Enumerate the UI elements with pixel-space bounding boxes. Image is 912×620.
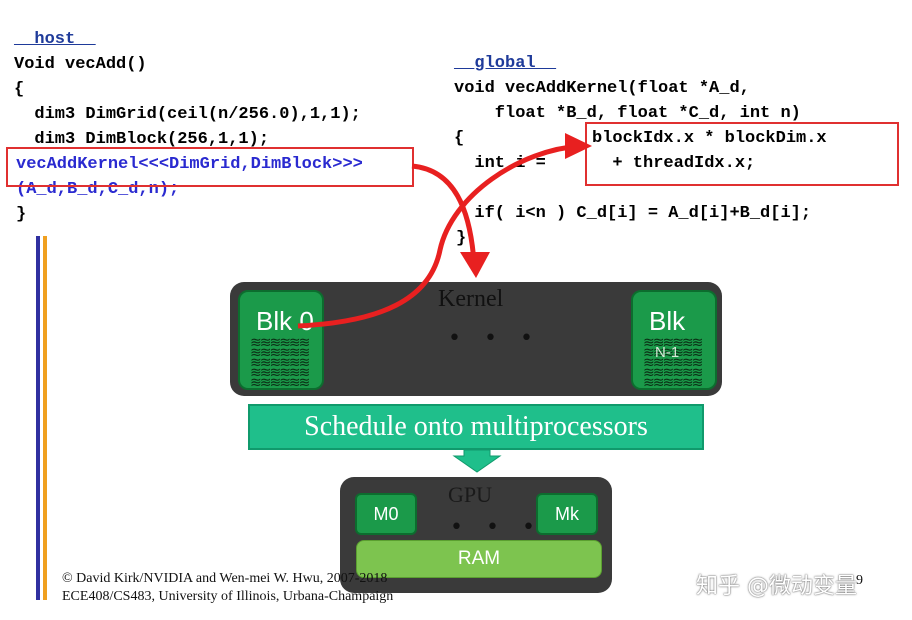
ram-label: RAM [457, 548, 501, 569]
multiprocessor-m0: M0 [355, 493, 417, 535]
kernel-launch-line-1: vecAddKernel<<<DimGrid,DimBlock>>> [16, 155, 363, 174]
kernel-launch-line-2: (A_d,B_d,C_d,n); [16, 180, 180, 199]
footer-line-1: © David Kirk/NVIDIA and Wen-mei W. Hwu, … [62, 571, 388, 586]
block-0: Blk 0 ≋≋≋≋≋≋ ≋≋≋≋≋≋ ≋≋≋≋≋≋ ≋≋≋≋≋≋ ≋≋≋≋≋≋ [238, 290, 324, 390]
page-number: 9 [856, 573, 863, 588]
launch-to-kernel-arrow [411, 163, 477, 263]
footer-copyright: © David Kirk/NVIDIA and Wen-mei W. Hwu, … [62, 570, 393, 606]
multiprocessor-mk-label: Mk [555, 504, 579, 524]
slide-bar-blue [36, 236, 40, 600]
host-code: __host__ Void vecAdd() { dim3 DimGrid(ce… [14, 2, 361, 152]
block-0-label: Blk 0 [256, 306, 314, 336]
global-close-brace: } [456, 229, 467, 248]
global-line-6: if( i<n ) C_d[i] = A_d[i]+B_d[i]; [454, 204, 812, 223]
global-code: __global__ void vecAddKernel(float *A_d,… [454, 26, 801, 176]
ram-block: RAM [356, 540, 602, 578]
block-n-1-sublabel: N-1 [655, 344, 680, 361]
block-0-threads: ≋≋≋≋≋≋ ≋≋≋≋≋≋ ≋≋≋≋≋≋ ≋≋≋≋≋≋ ≋≋≋≋≋≋ [250, 335, 310, 390]
thread-index-line-2: + threadIdx.x; [592, 154, 756, 173]
multiprocessor-m0-label: M0 [373, 504, 399, 524]
multiprocessor-mk: Mk [536, 493, 598, 535]
slide-bar-orange [43, 236, 47, 600]
gpu-title: GPU [448, 482, 493, 507]
thread-index-line-1: blockIdx.x * blockDim.x [592, 129, 827, 148]
gpu-dots: • • • [450, 515, 543, 540]
host-keyword: __host__ [14, 30, 96, 49]
schedule-label: Schedule onto multiprocessors [304, 411, 648, 442]
block-n-1-threads: ≋≋≋≋≋≋ ≋≋≋≋≋≋ ≋≋≋≋≋≋ ≋≋≋≋≋≋ ≋≋≋≋≋≋ [643, 335, 703, 390]
thread-arrow-head [565, 133, 592, 159]
host-line-2: { [14, 80, 25, 99]
host-close-brace: } [16, 205, 27, 224]
schedule-bar: Schedule onto multiprocessors [248, 404, 704, 450]
block-n-1-label: Blk [649, 306, 686, 336]
global-keyword: __global__ [454, 54, 557, 73]
global-line-2: float *B_d, float *C_d, int n) [454, 104, 801, 123]
schedule-down-arrow [452, 449, 502, 473]
block-n-1: Blk ≋≋≋≋≋≋ ≋≋≋≋≋≋ ≋≋≋≋≋≋ ≋≋≋≋≋≋ ≋≋≋≋≋≋ N… [631, 290, 717, 390]
footer-line-2: ECE408/CS483, University of Illinois, Ur… [62, 589, 394, 604]
watermark: 知乎 @微动变量 [696, 574, 857, 599]
global-line-1: void vecAddKernel(float *A_d, [454, 79, 750, 98]
thread-index-highlight [585, 122, 899, 186]
kernel-dots: • • • [448, 326, 541, 351]
host-line-4: dim3 DimBlock(256,1,1); [14, 130, 270, 149]
launch-arrow-head [460, 252, 490, 278]
host-line-3: dim3 DimGrid(ceil(n/256.0),1,1); [14, 105, 361, 124]
kernel-title: Kernel [438, 286, 504, 312]
block-to-thread-arrow [297, 143, 581, 329]
global-line-3: { [454, 129, 465, 148]
host-line-1: Void vecAdd() [14, 55, 147, 74]
